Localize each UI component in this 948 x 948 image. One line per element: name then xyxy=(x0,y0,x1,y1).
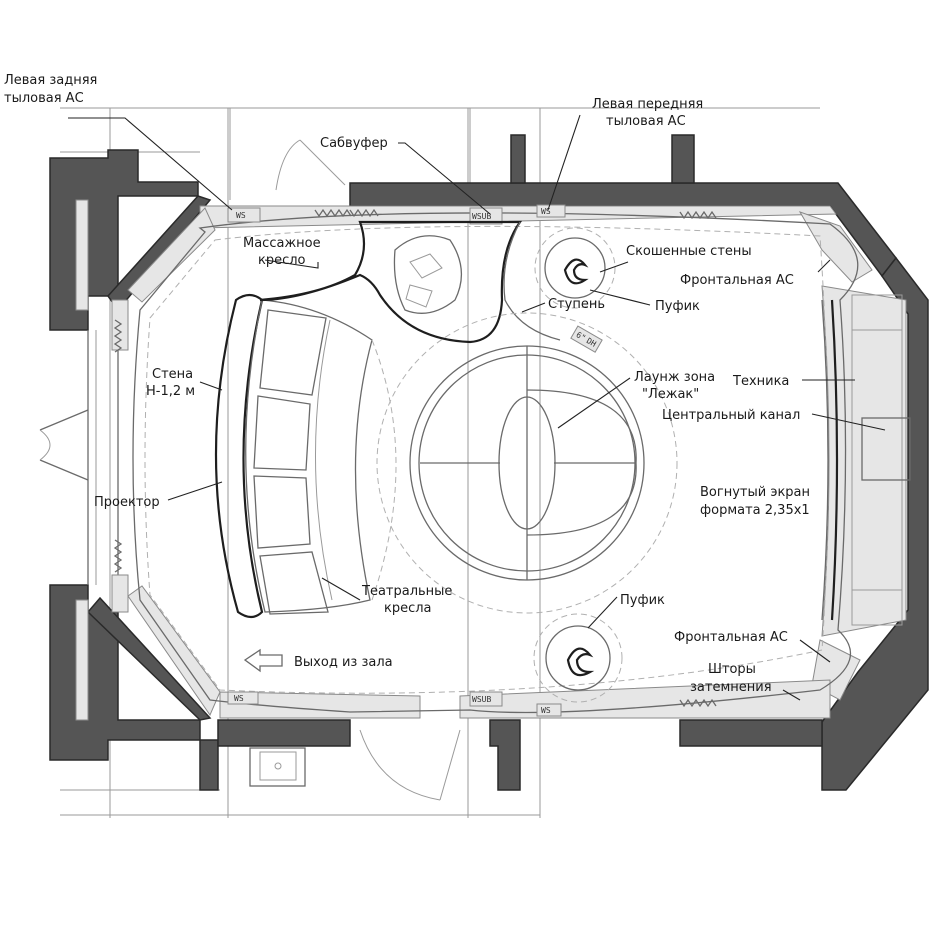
bottom-door xyxy=(359,729,461,801)
label-wall-height-2: H-1,2 м xyxy=(146,384,195,399)
label-left-front-surround-1: Левая передняя xyxy=(592,97,703,112)
speaker-wsub-bottom xyxy=(469,691,503,707)
speaker-wsub-top xyxy=(469,207,503,225)
label-blackout-curtains-1: Шторы xyxy=(708,662,756,677)
label-exit: Выход из зала xyxy=(294,655,393,670)
label-center-channel: Центральный канал xyxy=(662,408,800,423)
exit-arrow-icon xyxy=(243,648,283,673)
label-wall-height-1: Стена xyxy=(152,367,193,382)
speakers: WS WSUB WS WS WSUB WS 6" DH xyxy=(113,204,717,717)
label-left-front-surround-2: тыловая АС xyxy=(606,114,686,129)
label-front-speaker-top: Фронтальная АС xyxy=(680,273,794,288)
pouf-top xyxy=(534,227,616,309)
center-channel-box xyxy=(861,417,911,481)
label-pouf-top: Пуфик xyxy=(655,299,700,314)
label-massage-chair-1: Массажное xyxy=(243,236,321,251)
label-theatre-seats-2: кресла xyxy=(384,601,432,616)
label-front-speaker-bottom: Фронтальная АС xyxy=(674,630,788,645)
label-equipment: Техника xyxy=(732,374,789,389)
label-left-rear-surround-1: Левая задняя xyxy=(4,73,97,88)
annotation-labels: Левая задняя тыловая АС Левая передняя т… xyxy=(4,73,810,695)
wall-bottom-right xyxy=(679,719,823,747)
pouf-bottom xyxy=(533,613,623,703)
speaker-ws-bottom-right xyxy=(536,703,562,717)
lounge-zone xyxy=(376,312,678,614)
label-blackout-curtains-2: затемнения xyxy=(690,680,772,695)
step-outline xyxy=(503,221,561,341)
label-subwoofer: Сабвуфер xyxy=(320,136,388,151)
wall-diag-bottom-left xyxy=(86,596,212,721)
svg-text:WS: WS xyxy=(234,694,244,703)
wall-bottom-mid xyxy=(489,719,521,791)
label-curved-screen-2: формата 2,35x1 xyxy=(700,503,810,518)
label-left-rear-surround-2: тыловая АС xyxy=(4,91,84,106)
pillar-2 xyxy=(671,134,695,184)
front-equipment xyxy=(821,294,911,626)
wall-right xyxy=(821,256,929,791)
label-projector: Проектор xyxy=(94,495,160,510)
svg-text:WSUB: WSUB xyxy=(472,212,491,221)
svg-text:DH: DH xyxy=(585,336,598,349)
wall-diag-top-left xyxy=(107,195,212,312)
left-window xyxy=(39,199,119,721)
sink-fixture xyxy=(249,747,306,787)
svg-text:WSUB: WSUB xyxy=(472,695,491,704)
screen-curve xyxy=(830,299,839,621)
top-door xyxy=(275,139,346,191)
svg-text:WS: WS xyxy=(541,207,551,216)
pillar-1 xyxy=(510,134,526,184)
massage-chair-pod xyxy=(259,220,523,344)
room-outline xyxy=(132,212,859,714)
label-angled-walls: Скошенные стены xyxy=(626,244,752,259)
label-curved-screen-1: Вогнутый экран xyxy=(700,485,810,500)
label-lounge-zone-2: "Лежак" xyxy=(642,387,699,402)
label-theatre-seats-1: Театральные xyxy=(361,584,452,599)
label-massage-chair-2: кресло xyxy=(258,253,306,268)
speaker-ws-left-rear xyxy=(227,207,261,223)
seat-row-back xyxy=(245,299,373,613)
label-pouf-bottom: Пуфик xyxy=(620,593,665,608)
label-lounge-zone-1: Лаунж зона xyxy=(634,370,715,385)
label-step: Ступень xyxy=(548,297,605,312)
svg-text:6": 6" xyxy=(574,330,587,343)
svg-text:WS: WS xyxy=(236,211,246,220)
svg-text:WS: WS xyxy=(541,706,551,715)
speaker-ws-bottom-left xyxy=(227,691,259,705)
speaker-ws-left-front xyxy=(536,204,566,218)
wall-bottom-left xyxy=(217,719,351,747)
building-walls xyxy=(49,134,929,791)
leader-lines xyxy=(68,114,886,701)
theatre-seat-row xyxy=(214,293,397,619)
